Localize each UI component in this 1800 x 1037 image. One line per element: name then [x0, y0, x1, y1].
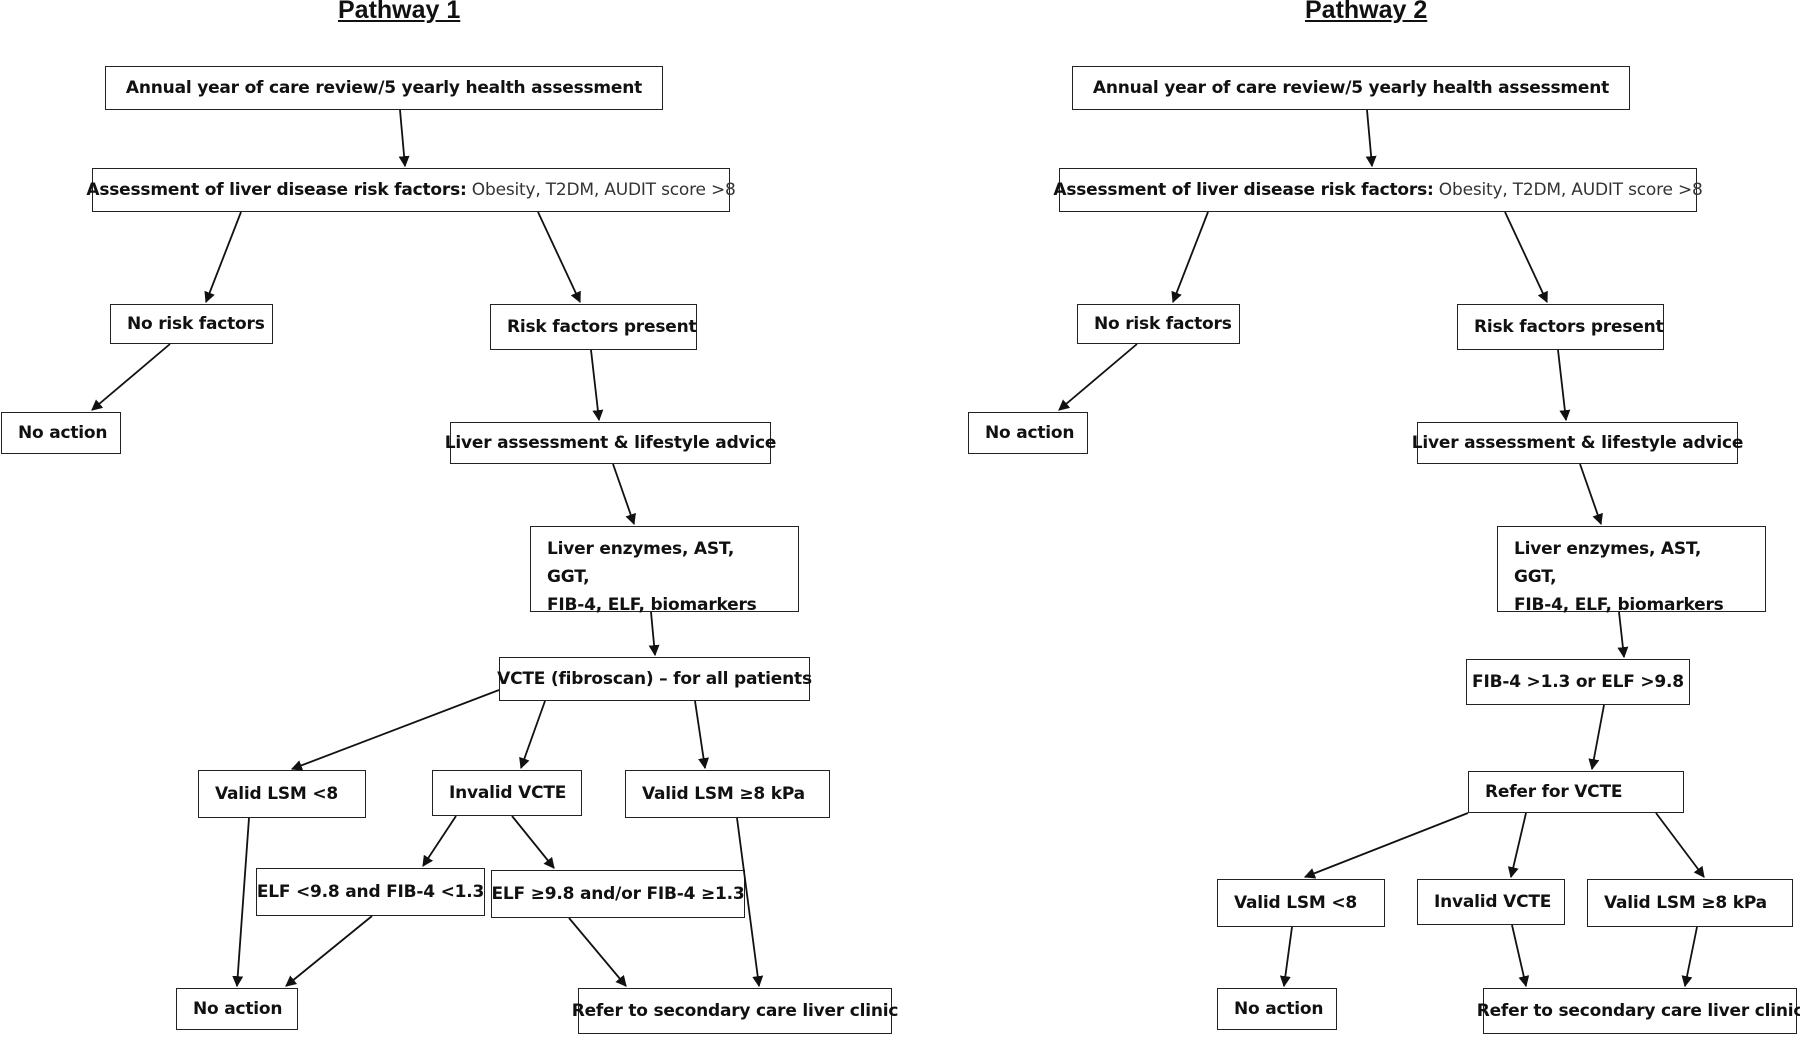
p2-arrow-review-to-assessment: [1365, 109, 1377, 168]
p1-no-action-top-box: No action: [1, 412, 121, 454]
p1-liver-enzymes-box: Liver enzymes, AST, GGT, FIB-4, ELF, bio…: [530, 526, 799, 615]
p1-arrow-invalid-to-elf-high: [511, 815, 555, 869]
p2-arrow-valid-high-to-refer: [1681, 926, 1698, 988]
p2-arrow-refer-vcte-to-valid-low: [1303, 812, 1469, 879]
p2-no-risk-box: No risk factors: [1077, 304, 1240, 344]
p2-valid-lsm-high-box: Valid LSM ≥8 kPa: [1587, 879, 1793, 927]
p2-arrow-invalid-to-refer: [1511, 924, 1530, 988]
p1-refer-clinic-box: Refer to secondary care liver clinic: [572, 988, 898, 1034]
p2-fib4-threshold-box: FIB-4 >1.3 or ELF >9.8: [1466, 659, 1690, 705]
p2-arrow-no-risk-to-no-action: [1058, 343, 1138, 411]
p1-risk-assessment-label: Assessment of liver disease risk factors…: [86, 180, 467, 200]
p2-risk-present-box: Risk factors present: [1457, 304, 1664, 350]
p2-arrow-risk-present-to-liver-assessment: [1557, 349, 1571, 422]
p1-risk-factors-list: Obesity, T2DM, AUDIT score >8: [466, 180, 736, 200]
p2-liver-enzymes-box: Liver enzymes, AST, GGT, FIB-4, ELF, bio…: [1497, 526, 1766, 615]
p1-elf-low-box: ELF <9.8 and FIB-4 <1.3: [256, 868, 485, 916]
p1-risk-present-box: Risk factors present: [490, 304, 697, 350]
p1-valid-lsm-low-box: Valid LSM <8: [198, 770, 366, 818]
p2-enzymes-line-2: FIB-4, ELF, biomarkers: [1514, 595, 1724, 615]
p1-vcte-all-box: VCTE (fibroscan) – for all patients: [497, 657, 812, 701]
p2-no-action-top-box: No action: [968, 412, 1088, 454]
p2-annual-review-box: Annual year of care review/5 yearly heal…: [1072, 66, 1630, 110]
p1-no-risk-box: No risk factors: [110, 304, 273, 344]
p1-liver-assessment-box: Liver assessment & lifestyle advice: [445, 422, 776, 464]
p2-valid-lsm-low-box: Valid LSM <8: [1217, 879, 1385, 927]
p1-arrow-assessment-to-no-risk: [204, 211, 242, 304]
p1-arrow-elf-low-to-no-action: [285, 915, 373, 987]
p2-refer-clinic-box: Refer to secondary care liver clinic: [1477, 988, 1800, 1034]
p2-arrow-refer-vcte-to-valid-high: [1655, 812, 1705, 878]
p2-arrow-refer-vcte-to-invalid: [1507, 812, 1527, 879]
p2-no-action-bottom-box: No action: [1217, 988, 1337, 1030]
p1-arrow-valid-low-to-no-action: [232, 817, 250, 988]
p1-enzymes-line-1: Liver enzymes, AST, GGT,: [547, 539, 735, 587]
p1-arrow-vcte-to-valid-high: [694, 700, 709, 770]
p1-elf-high-box: ELF ≥9.8 and/or FIB-4 ≥1.3: [491, 870, 745, 918]
p2-risk-assessment-box: Assessment of liver disease risk factors…: [1053, 168, 1703, 212]
p1-annual-review-box: Annual year of care review/5 yearly heal…: [105, 66, 663, 110]
p2-refer-vcte-box: Refer for VCTE: [1468, 771, 1684, 813]
p2-arrow-liver-assessment-to-enzymes: [1579, 463, 1603, 526]
p2-invalid-vcte-box: Invalid VCTE: [1417, 879, 1565, 925]
p2-risk-assessment-label: Assessment of liver disease risk factors…: [1053, 180, 1434, 200]
p1-arrow-vcte-to-invalid: [519, 700, 546, 770]
p1-arrow-liver-assessment-to-enzymes: [612, 463, 636, 526]
p2-arrow-valid-low-to-no-action: [1279, 926, 1293, 988]
p1-enzymes-line-2: FIB-4, ELF, biomarkers: [547, 595, 757, 615]
p2-liver-assessment-box: Liver assessment & lifestyle advice: [1412, 422, 1743, 464]
p2-arrow-assessment-to-no-risk: [1171, 211, 1209, 304]
p1-no-action-bottom-box: No action: [176, 988, 298, 1030]
p2-arrow-assessment-to-risk-present: [1504, 211, 1548, 303]
pathway-2-title: Pathway 2: [1305, 0, 1428, 24]
p1-invalid-vcte-box: Invalid VCTE: [432, 770, 582, 816]
p1-risk-assessment-box: Assessment of liver disease risk factors…: [86, 168, 736, 212]
p1-arrow-review-to-assessment: [398, 109, 410, 168]
p1-arrow-elf-high-to-refer: [568, 917, 627, 987]
pathway-1-title: Pathway 1: [338, 0, 461, 24]
p1-arrow-vcte-to-valid-low: [290, 689, 500, 771]
p1-arrow-assessment-to-risk-present: [537, 211, 581, 303]
p2-arrow-fib4-to-refer-vcte: [1588, 704, 1605, 771]
p1-valid-lsm-high-box: Valid LSM ≥8 kPa: [625, 770, 830, 818]
p1-arrow-no-risk-to-no-action: [91, 343, 171, 411]
p2-risk-factors-list: Obesity, T2DM, AUDIT score >8: [1433, 180, 1703, 200]
p1-arrow-invalid-to-elf-low: [422, 815, 457, 867]
p2-enzymes-line-1: Liver enzymes, AST, GGT,: [1514, 539, 1702, 587]
p1-arrow-risk-present-to-liver-assessment: [590, 349, 604, 422]
